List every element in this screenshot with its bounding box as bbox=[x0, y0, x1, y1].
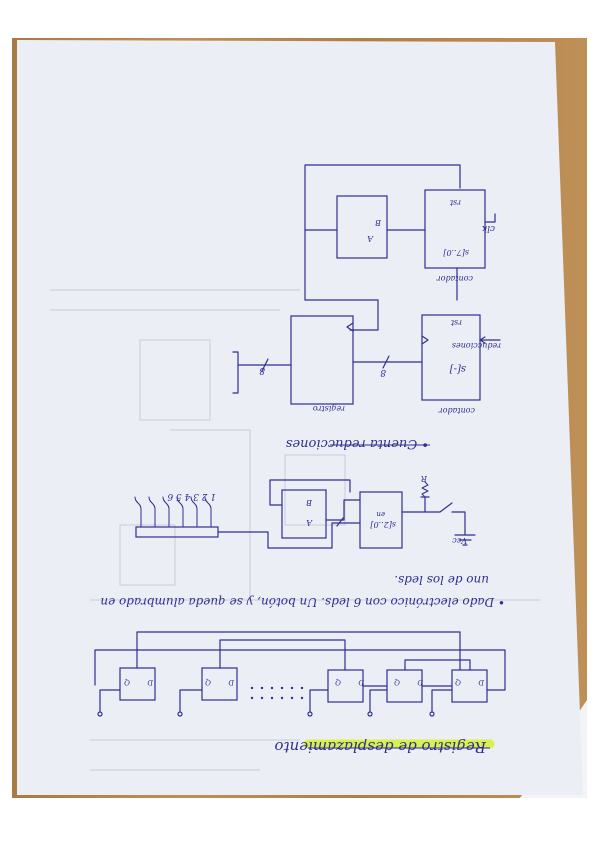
label-clk: clk bbox=[482, 223, 495, 233]
shift-register-schematic bbox=[94, 631, 506, 717]
paper-sheet bbox=[17, 40, 583, 795]
label-ff-4-d: D bbox=[228, 678, 235, 686]
label-rst-bottom: rst bbox=[450, 318, 462, 327]
label-counter-top: contador bbox=[436, 274, 473, 283]
page-title: Registro de desplazamiento bbox=[275, 738, 488, 756]
label-reductions: reducciones bbox=[452, 341, 501, 350]
label-ff-mid-b: B bbox=[306, 498, 313, 507]
label-register: registro bbox=[313, 404, 345, 413]
label-ff-4-q: Q bbox=[205, 678, 211, 686]
label-ff-1-q: Q bbox=[455, 678, 461, 686]
label-ff-mid-a: A bbox=[306, 518, 313, 527]
label-ff-3-d: D bbox=[358, 678, 365, 686]
label-ff-top-a: A bbox=[367, 234, 374, 243]
label-s-2-0: s[2..0] bbox=[370, 520, 396, 529]
label-s-bits: s[7..0] bbox=[443, 248, 469, 257]
label-bus-width-1: 8 bbox=[380, 367, 386, 377]
label-en: en bbox=[376, 510, 385, 518]
back-side-show-through bbox=[50, 289, 540, 771]
label-vcc: Vcc bbox=[452, 536, 467, 545]
reductions-counter-schematic bbox=[232, 164, 501, 405]
label-bus-width-2: 8 bbox=[259, 365, 265, 375]
label-ff-5-q: Q bbox=[124, 678, 130, 686]
label-ff-5-d: D bbox=[147, 678, 154, 686]
bullet1-line1: • Dado electrónico con 6 leds. Un botón,… bbox=[100, 595, 505, 609]
label-ff-3-q: Q bbox=[335, 678, 341, 686]
label-ff-top-b: B bbox=[375, 218, 382, 227]
label-leds-nums: 1 2 3 4 5 6 bbox=[167, 491, 216, 501]
label-ff-1-d: D bbox=[478, 678, 485, 686]
label-r: R bbox=[421, 474, 428, 483]
label-ff-2-q: Q bbox=[394, 678, 400, 686]
label-counter-bottom: contador bbox=[438, 406, 475, 415]
bullet1-line2: uno de los leds. bbox=[394, 573, 489, 587]
dice-schematic bbox=[134, 479, 476, 549]
label-ff-2-d: D bbox=[417, 678, 424, 686]
bullet2-heading: • Cuenta reducciones bbox=[285, 436, 429, 451]
label-rst-top: rst bbox=[449, 198, 461, 207]
label-s-bus: s[-] bbox=[450, 363, 466, 374]
